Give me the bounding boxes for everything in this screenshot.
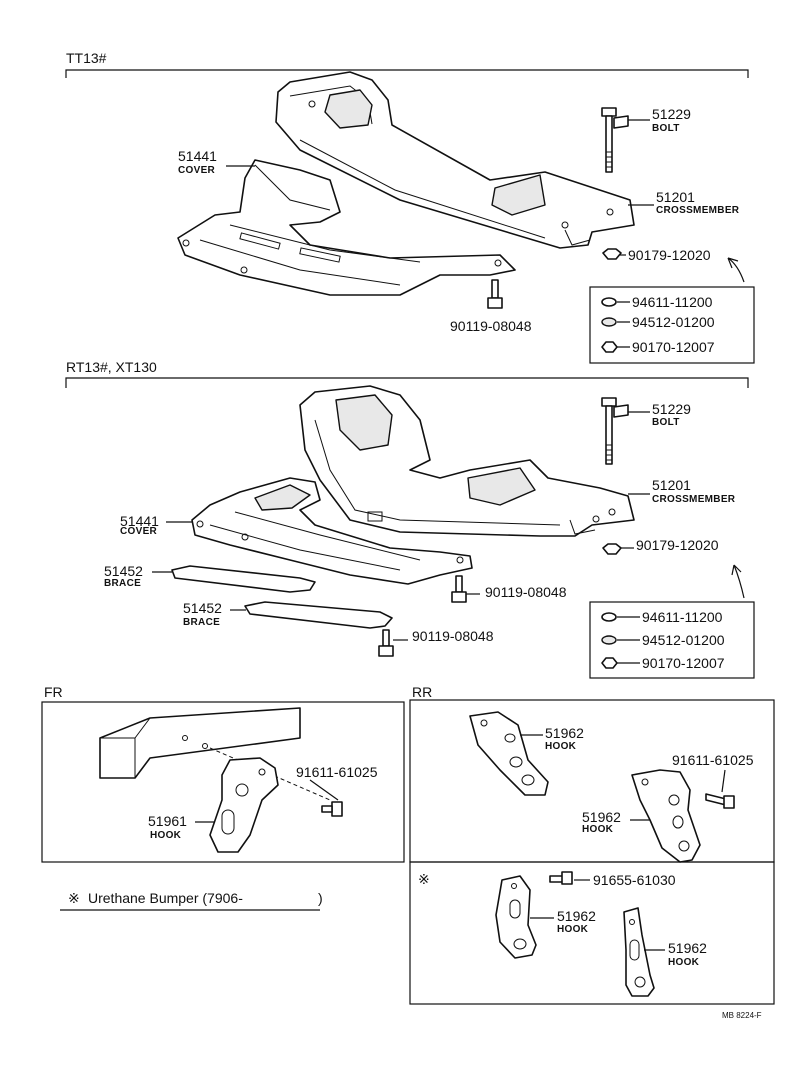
screw-90119-mid-2-icon <box>378 629 394 657</box>
crossmember-illustration-top <box>275 71 635 249</box>
box-item-top-3: 90170-12007 <box>632 339 715 355</box>
lock-washer-icon-mid <box>601 635 617 645</box>
hook-51962-rr-1-illustration <box>469 711 549 796</box>
section-title-rr: RR <box>412 684 432 700</box>
washer-icon-top <box>601 297 617 307</box>
hex-nut-icon-mid <box>601 657 618 669</box>
hardware-box-top <box>589 286 755 364</box>
label-51962-urethane-2: 51962 <box>668 940 707 956</box>
label-51962-rr-1: 51962 <box>545 725 584 741</box>
label-51441-top: 51441 <box>178 148 217 164</box>
bolt-91611-fr-icon <box>321 801 343 817</box>
rr-box <box>409 699 775 863</box>
urethane-box <box>409 861 775 1005</box>
section-bracket-tt13 <box>65 69 749 78</box>
label-hook-fr: HOOK <box>150 830 182 841</box>
box-item-mid-3: 90170-12007 <box>642 655 725 671</box>
brace-1-illustration <box>171 565 316 593</box>
label-brace2: BRACE <box>183 617 220 628</box>
label-51229-mid: 51229 <box>652 401 691 417</box>
label-90119-mid-2: 90119-08048 <box>412 628 494 644</box>
label-51452-brace1: 51452 <box>104 563 143 579</box>
footer-code: MB 8224-F <box>722 1011 762 1020</box>
label-51441-mid: 51441 <box>120 513 159 529</box>
label-hook-rr-1: HOOK <box>545 741 577 752</box>
label-crossmember-mid: CROSSMEMBER <box>652 494 736 505</box>
label-91655: 91655-61030 <box>593 872 676 888</box>
cover-illustration-top <box>177 159 516 296</box>
label-91611-rr: 91611-61025 <box>672 752 754 768</box>
nut-90179-top-icon <box>602 248 622 260</box>
label-bolt-mid: BOLT <box>652 417 680 428</box>
section-title-rt13: RT13#, XT130 <box>66 359 157 375</box>
lock-washer-icon-top <box>601 317 617 327</box>
label-bolt-top: BOLT <box>652 123 680 134</box>
bolt-51229-top-icon <box>601 107 629 173</box>
crossmember-illustration-mid <box>299 385 635 537</box>
section-title-fr: FR <box>44 684 63 700</box>
section-rt13: RT13#, XT130 <box>65 359 755 679</box>
frame-rail-illustration <box>99 707 301 779</box>
fr-box <box>41 701 405 863</box>
arrow-mid-icon <box>731 564 745 599</box>
bolt-91611-rr-icon <box>705 793 735 809</box>
bolt-51229-mid-icon <box>601 397 629 465</box>
box-item-top-1: 94611-11200 <box>632 294 713 310</box>
section-rr: RR 51962 HOOK 51962 HOOK 91611-61025 <box>409 684 775 863</box>
label-hook-rr-2: HOOK <box>582 824 614 835</box>
box-item-mid-2: 94512-01200 <box>642 632 725 648</box>
label-crossmember-top: CROSSMEMBER <box>656 205 740 216</box>
label-90179-top: 90179-12020 <box>628 247 711 263</box>
nut-90179-mid-icon <box>602 543 622 555</box>
box-item-mid-1: 94611-11200 <box>642 609 723 625</box>
bolt-91655-icon <box>549 871 573 885</box>
label-cover-top: COVER <box>178 165 216 176</box>
hook-51962-urethane-1-illustration <box>495 875 537 959</box>
legend-close: ) <box>318 890 323 906</box>
label-51201-mid: 51201 <box>652 477 691 493</box>
label-51961: 51961 <box>148 813 187 829</box>
label-51452-brace2: 51452 <box>183 600 222 616</box>
section-title-tt13: TT13# <box>66 50 107 66</box>
label-brace1: BRACE <box>104 578 141 589</box>
legend-text: Urethane Bumper (7906- <box>88 890 243 906</box>
label-51962-urethane-1: 51962 <box>557 908 596 924</box>
label-91611-fr: 91611-61025 <box>296 764 378 780</box>
section-urethane: ※ 91655-61030 51962 HOOK 51962 HOOK <box>409 861 775 1005</box>
label-90179-mid: 90179-12020 <box>636 537 719 553</box>
legend-mark: ※ <box>68 890 80 906</box>
label-90119-mid-1: 90119-08048 <box>485 584 567 600</box>
label-51229-top: 51229 <box>652 106 691 122</box>
brace-2-illustration <box>244 601 393 629</box>
label-90119-top: 90119-08048 <box>450 318 532 334</box>
section-tt13: TT13# <box>65 50 755 364</box>
section-bracket-rt13 <box>65 377 749 388</box>
washer-icon-mid <box>601 612 617 622</box>
label-hook-urethane-2: HOOK <box>668 957 700 968</box>
label-cover-mid: COVER <box>120 526 158 537</box>
screw-90119-top-icon <box>487 279 503 309</box>
legend: ※ Urethane Bumper (7906- ) <box>60 890 323 911</box>
screw-90119-mid-1-icon <box>451 575 467 603</box>
hardware-box-mid <box>589 601 755 679</box>
hook-51961-illustration <box>209 757 279 853</box>
section-fr: FR 91611-61025 51961 HOOK <box>41 684 405 863</box>
hex-nut-icon-top <box>601 341 618 353</box>
urethane-mark: ※ <box>418 871 430 887</box>
label-hook-urethane-1: HOOK <box>557 924 589 935</box>
arrow-top-icon <box>727 257 745 283</box>
cover-illustration-mid <box>191 477 473 585</box>
label-51962-rr-2: 51962 <box>582 809 621 825</box>
label-51201-top: 51201 <box>656 189 695 205</box>
hook-51962-rr-2-illustration <box>631 769 701 863</box>
box-item-top-2: 94512-01200 <box>632 314 715 330</box>
